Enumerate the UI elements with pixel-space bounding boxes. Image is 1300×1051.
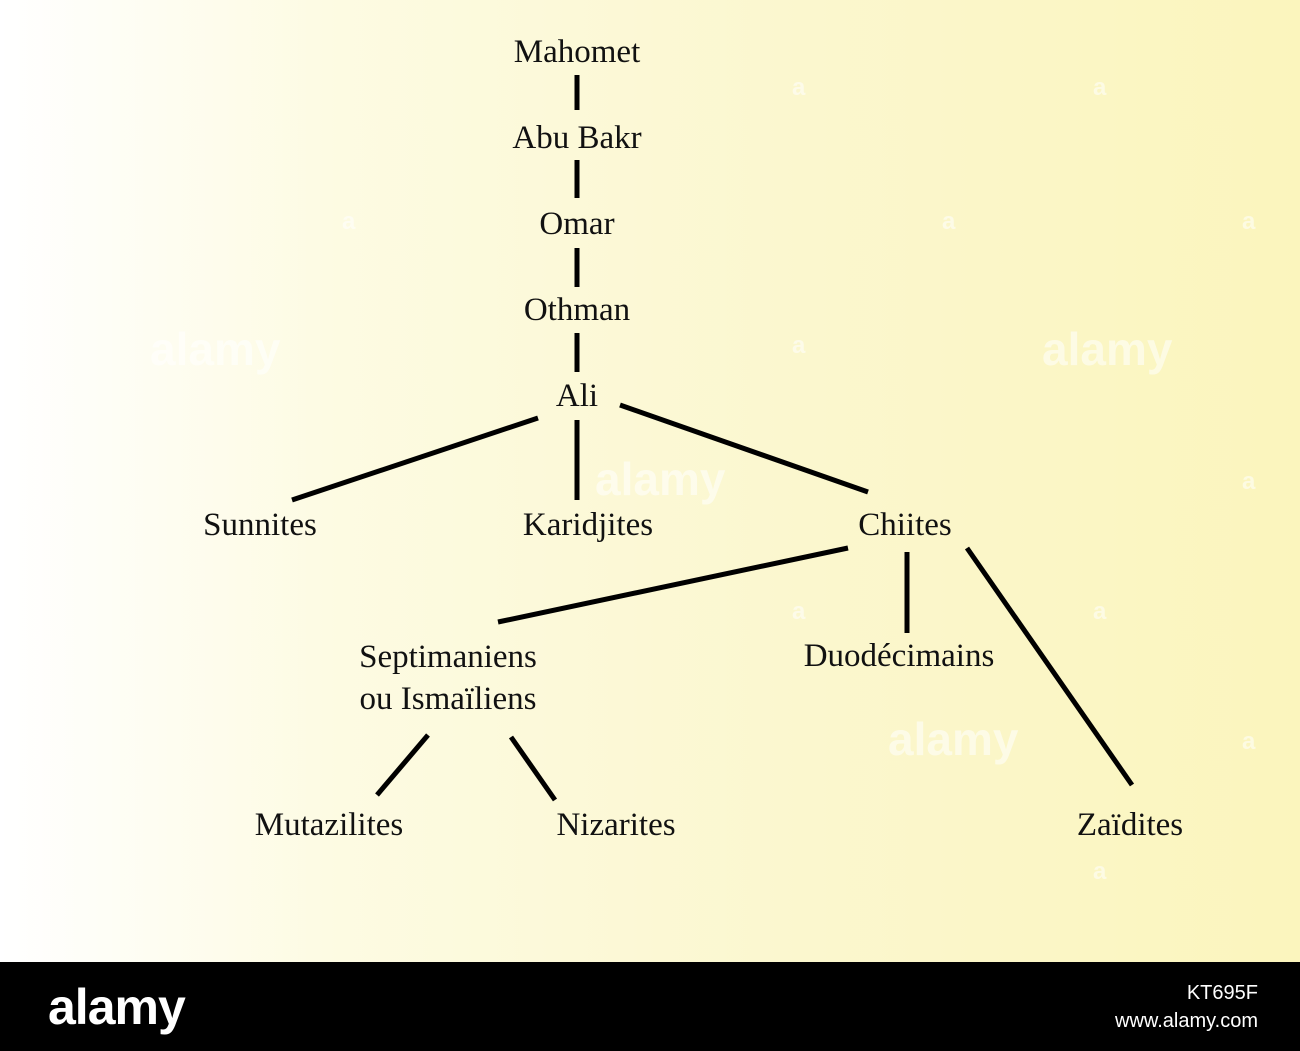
diagram-canvas: alamy alamy alamy alamy a a a a a a a a … bbox=[0, 0, 1300, 962]
node-karidjites: Karidjites bbox=[522, 507, 654, 543]
node-nizarites: Nizarites bbox=[556, 807, 676, 843]
watermark-mark: a bbox=[1242, 208, 1256, 235]
node-chiites: Chiites bbox=[858, 507, 952, 543]
watermark-mark: a bbox=[942, 208, 956, 235]
watermark-mark: a bbox=[792, 332, 806, 359]
watermark-mark: a bbox=[792, 598, 806, 625]
edge-septimaniens-mutazilites bbox=[375, 733, 430, 797]
watermark-mark: a bbox=[1093, 598, 1107, 625]
node-ali: Ali bbox=[555, 378, 599, 414]
node-othman: Othman bbox=[523, 292, 631, 328]
image-id-label: KT695F bbox=[1186, 982, 1258, 1004]
stock-footer-bar: alamy KT695F www.alamy.com bbox=[0, 962, 1300, 1051]
node-mutazilites: Mutazilites bbox=[254, 807, 404, 843]
edge-chiites-zaidites bbox=[964, 546, 1135, 787]
node-abu-bakr: Abu Bakr bbox=[512, 120, 642, 156]
watermark: alamy bbox=[595, 453, 726, 505]
node-duodecimains: Duodécimains bbox=[803, 638, 995, 674]
watermark-mark: a bbox=[1093, 74, 1107, 101]
footer-url: www.alamy.com bbox=[1115, 1010, 1258, 1032]
edge-ali-chiites bbox=[619, 402, 869, 495]
node-septimaniens-line2: ou Ismaïliens bbox=[359, 681, 537, 717]
node-septimaniens: Septimaniens ou Ismaïliens bbox=[359, 636, 537, 720]
node-mahomet: Mahomet bbox=[513, 34, 641, 70]
edge-septimaniens-nizarites bbox=[508, 735, 558, 802]
watermark: alamy bbox=[888, 713, 1019, 765]
node-omar: Omar bbox=[539, 206, 615, 242]
watermark-mark: a bbox=[1242, 728, 1256, 755]
watermark-mark: a bbox=[1093, 858, 1107, 885]
alamy-logo: alamy bbox=[48, 979, 186, 1035]
node-sunnites: Sunnites bbox=[203, 507, 317, 543]
watermark-mark: a bbox=[792, 74, 806, 101]
connector-lines bbox=[291, 75, 1135, 802]
node-septimaniens-line1: Septimaniens bbox=[359, 639, 537, 675]
watermark: alamy bbox=[150, 323, 281, 375]
edge-chiites-septimaniens bbox=[497, 545, 849, 625]
node-zaidites: Zaïdites bbox=[1076, 807, 1184, 843]
watermark-mark: a bbox=[1242, 468, 1256, 495]
watermark: alamy bbox=[1042, 323, 1173, 375]
edge-ali-sunnites bbox=[291, 415, 539, 503]
watermark-mark: a bbox=[342, 208, 356, 235]
